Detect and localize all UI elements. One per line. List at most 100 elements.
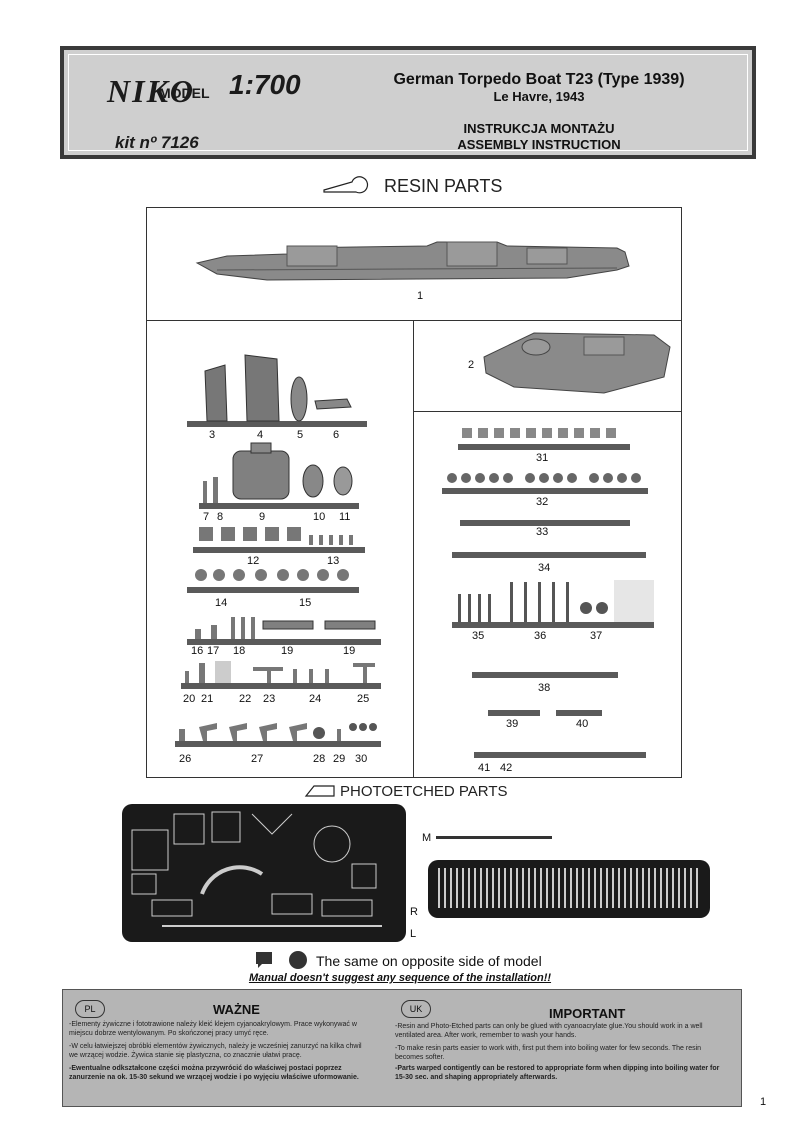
- part-label: 18: [233, 645, 246, 657]
- part-label: 33: [536, 526, 549, 538]
- part-label: 14: [215, 597, 228, 609]
- part-label: 39: [506, 718, 519, 730]
- part-label: 9: [259, 511, 266, 523]
- sprue-rail: [181, 683, 381, 689]
- bridge-parts-drawing: [203, 442, 353, 503]
- part-label: 27: [251, 753, 264, 765]
- part-label: 37: [590, 630, 603, 642]
- brand-logo: NIKO: [107, 73, 196, 109]
- text-en-3: -Parts warped contigently can be restore…: [395, 1065, 720, 1081]
- sprue-rail: [452, 622, 654, 628]
- aa-gun-parts-drawing: [179, 723, 377, 741]
- part-label: 17: [207, 645, 220, 657]
- part-label: 20: [183, 693, 196, 705]
- pe-label-l: L: [410, 928, 417, 940]
- part-label: 31: [536, 452, 549, 464]
- part-label: 32: [536, 496, 549, 508]
- pe-label-r: R: [410, 906, 418, 918]
- part-label: 22: [239, 693, 252, 705]
- photoetch-fret: [122, 804, 406, 942]
- page-subtitle: Le Havre, 1943: [493, 89, 585, 104]
- header-banner: NIKO MODEL 1:700 kit nº 7126 German Torp…: [60, 46, 756, 159]
- part-label: 11: [339, 511, 351, 523]
- important-info-box: PL WAŻNE -Elementy żywiczne i fototrawio…: [62, 989, 742, 1107]
- sprue-rail: [452, 552, 646, 558]
- pe-rod-m: [436, 836, 552, 839]
- part-label: 21: [201, 693, 214, 705]
- badge-uk: UK: [401, 1000, 431, 1018]
- railing-pattern: [438, 868, 700, 908]
- sprue-rail: [187, 587, 359, 593]
- part-label: 26: [179, 753, 192, 765]
- text-pl-3: -Ewentualne odkształcone części można pr…: [69, 1065, 359, 1081]
- resin-parts-title: RESIN PARTS: [384, 176, 503, 196]
- opposite-side-icons: [256, 951, 307, 969]
- hull-drawing: [195, 241, 630, 281]
- photoetched-parts-title: PHOTOETCHED PARTS: [340, 783, 508, 800]
- part-label: 10: [313, 511, 326, 523]
- superstructure-box: 2: [413, 320, 682, 412]
- part-label: 41: [478, 762, 491, 774]
- part-label: 35: [472, 630, 485, 642]
- part-label: 8: [217, 511, 224, 523]
- part-label: 1: [417, 290, 424, 302]
- part-label: 38: [538, 682, 551, 694]
- superstructure-drawing: [483, 332, 671, 394]
- part-31-drawing: [462, 428, 616, 438]
- part-32-drawing: [447, 473, 641, 483]
- funnel-parts-drawing: [204, 354, 352, 422]
- sprue-rail: [474, 752, 646, 758]
- part-label: 30: [355, 753, 368, 765]
- note-opposite-side: The same on opposite side of model: [316, 953, 542, 969]
- small-parts-box-right: 31 32 33 34 35 36 37 38 39 40 41 42: [413, 411, 682, 778]
- page-number: 1: [760, 1096, 767, 1108]
- part-label: 5: [297, 429, 304, 441]
- sprue-rail: [187, 421, 367, 427]
- part-label: 7: [203, 511, 210, 523]
- text-en-2: -To make resin parts easier to work with…: [395, 1045, 702, 1061]
- hull-box: 1: [146, 207, 682, 321]
- badge-pl: PL: [75, 1000, 105, 1018]
- part-label: 19: [281, 645, 294, 657]
- sprue-rail: [472, 672, 618, 678]
- sprue-rail: [175, 741, 381, 747]
- scale-text: 1:700: [229, 69, 301, 100]
- sprue-rail: [556, 710, 602, 716]
- text-pl-1: -Elementy żywiczne i fototrawione należy…: [69, 1021, 357, 1037]
- part-label: 3: [209, 429, 216, 441]
- part-label: 23: [263, 693, 276, 705]
- part-label: 40: [576, 718, 589, 730]
- text-pl-2: -W celu łatwiejszej obróbki elementów ży…: [69, 1043, 362, 1059]
- instruction-pl: INSTRUKCJA MONTAŻU: [463, 121, 615, 136]
- fittings-parts-drawing: [185, 661, 375, 683]
- part-label: 34: [538, 562, 551, 574]
- part-label: 12: [247, 555, 260, 567]
- photoetch-fret-detail: [131, 811, 382, 927]
- page-title: German Torpedo Boat T23 (Type 1939): [393, 71, 685, 88]
- shield-parts-drawing: [199, 527, 353, 545]
- sprue-rail: [187, 639, 381, 645]
- sprue-rail: [442, 488, 648, 494]
- sprue-rail: [460, 520, 630, 526]
- part-label: 19: [343, 645, 356, 657]
- kit-number: kit nº 7126: [115, 133, 199, 152]
- heading-en: IMPORTANT: [549, 1006, 626, 1021]
- instruction-en: ASSEMBLY INSTRUCTION: [457, 137, 621, 152]
- sprue-rail: [488, 710, 540, 716]
- part-label: 6: [333, 429, 340, 441]
- brand-model-text: MODEL: [159, 85, 210, 101]
- part-label: 36: [534, 630, 547, 642]
- part-label: 2: [468, 359, 475, 371]
- note-sequence: Manual doesn't suggest any sequence of t…: [248, 972, 552, 984]
- gun-mount-parts-drawing: [195, 569, 349, 581]
- sprue-rail: [458, 444, 630, 450]
- part-label: 15: [299, 597, 312, 609]
- part-label: 13: [327, 555, 340, 567]
- header-inner-frame: NIKO MODEL 1:700 kit nº 7126 German Torp…: [68, 54, 748, 152]
- resin-icon: [323, 176, 369, 194]
- photoetch-icon: [304, 785, 335, 797]
- pe-label-m: M: [422, 832, 432, 844]
- part-label: 25: [357, 693, 370, 705]
- torpedo-tube-parts-drawing: [195, 617, 376, 639]
- small-parts-box-left: 3 4 5 6 7 8 9 10 11 12 13 14 15: [146, 320, 414, 778]
